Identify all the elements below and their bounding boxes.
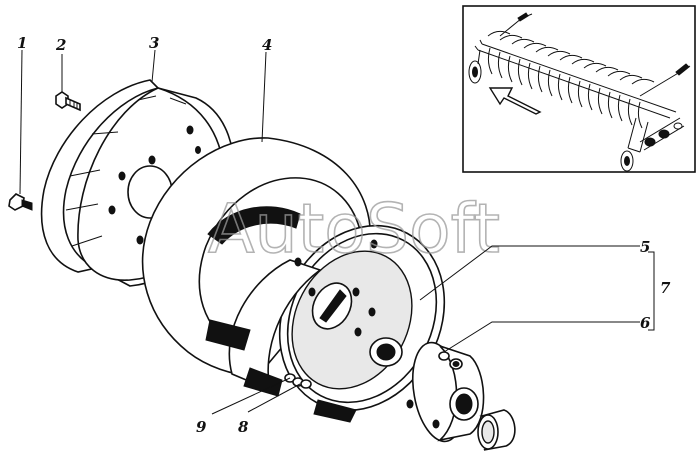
label-5: 5 <box>640 238 650 256</box>
hub-part-6 <box>406 341 485 443</box>
label-1: 1 <box>17 34 27 52</box>
bolt-part-2 <box>55 91 81 112</box>
label-2: 2 <box>55 36 66 54</box>
bolt-part-1 <box>8 193 33 211</box>
part-labels: 1 2 3 4 5 6 7 8 9 <box>17 34 671 436</box>
label-9: 9 <box>196 418 207 436</box>
rim-half-part-5 <box>205 206 446 423</box>
label-6: 6 <box>640 314 651 332</box>
label-7: 7 <box>660 279 671 297</box>
label-3: 3 <box>149 34 159 52</box>
label-8: 8 <box>238 418 249 436</box>
leader-lines <box>19 49 655 415</box>
inset-arrow <box>488 87 542 115</box>
rake-tines <box>487 30 655 129</box>
watermark: AutoSoft <box>208 190 500 269</box>
bearing-sleeve <box>477 409 516 451</box>
inset-machine-view <box>462 5 696 173</box>
label-4: 4 <box>262 36 272 54</box>
